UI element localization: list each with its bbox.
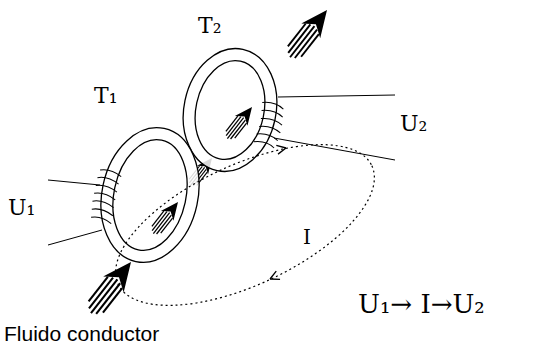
fluid-arrows	[81, 3, 337, 322]
toroid-label: T₁	[94, 84, 118, 108]
relation-formula: U₁→ I→U₂	[358, 290, 485, 319]
voltage-label: U₁	[8, 196, 35, 220]
toroid-label: T₂	[198, 14, 222, 38]
wires-u1	[48, 180, 102, 245]
voltage-label: U₂	[400, 112, 427, 136]
current-loop	[93, 111, 397, 338]
wires-u2	[274, 95, 395, 160]
fluid-caption: Fluido conductor	[4, 322, 159, 345]
toroid-t1	[82, 117, 211, 271]
current-label: I	[303, 226, 311, 248]
